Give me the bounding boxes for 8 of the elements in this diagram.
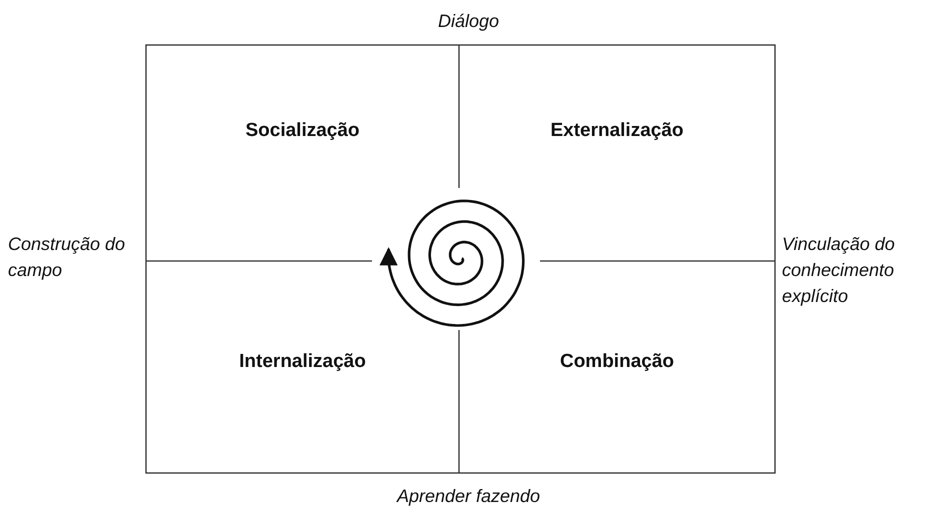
- quadrant-title: Socialização: [245, 120, 360, 142]
- quadrant-title: Externalização: [550, 120, 684, 142]
- axis-label: Construção do campo: [8, 234, 126, 280]
- quadrant-title: Combinação: [560, 351, 674, 373]
- axis-label: Diálogo: [438, 11, 500, 31]
- axis-label: Aprender fazendo: [396, 486, 540, 506]
- quadrant-title: Internalização: [239, 351, 366, 373]
- axis-label: Vinculação do conhecimento explícito: [782, 234, 895, 306]
